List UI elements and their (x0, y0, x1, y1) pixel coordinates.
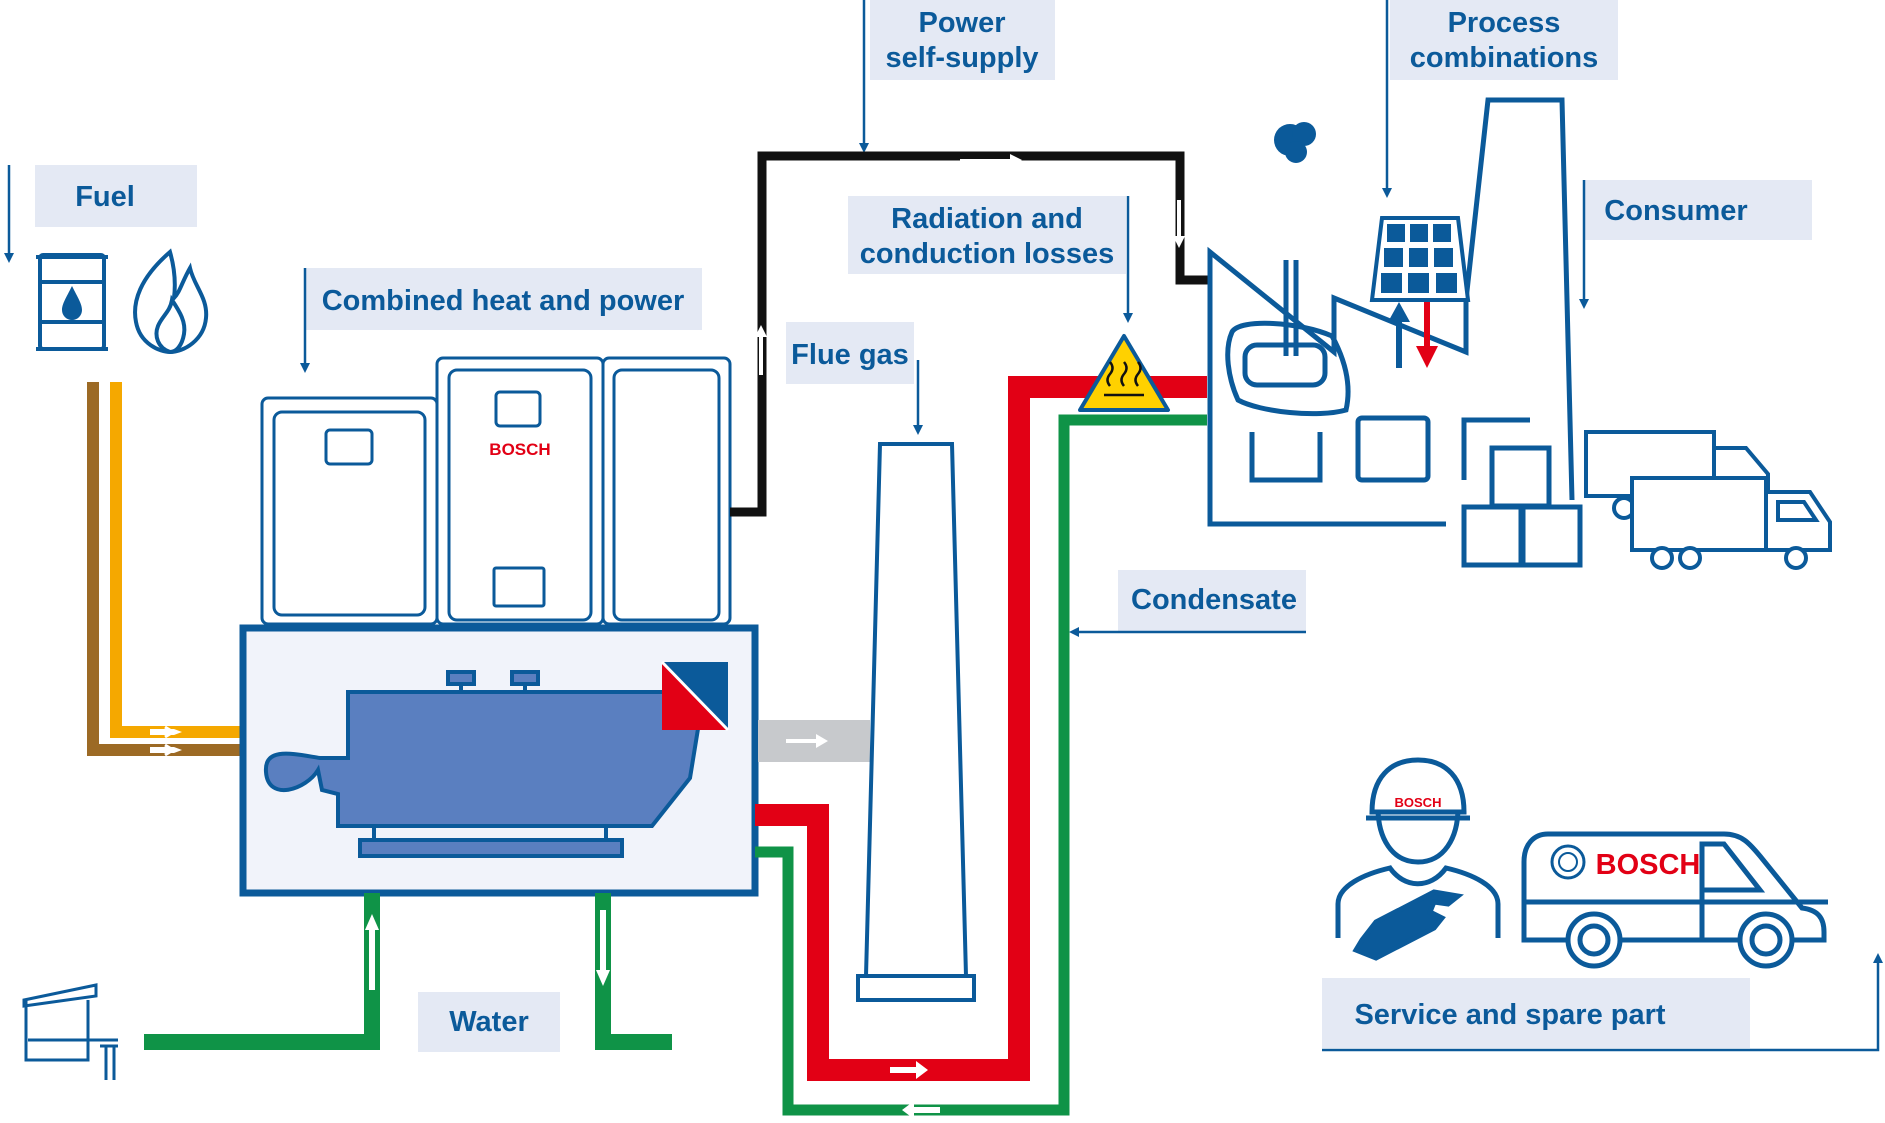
cap-brand-logo: BOSCH (1395, 795, 1442, 810)
flame-icon (133, 248, 209, 355)
condensate-line (755, 414, 1207, 1119)
flue-gas-duct (758, 720, 870, 762)
label-condensate: Condensate (1118, 570, 1306, 632)
label-service: Service and spare part (1322, 978, 1750, 1048)
service-van-icon (1521, 831, 1828, 969)
solar-panel-icon (1369, 216, 1471, 368)
fuel-pipes (87, 382, 245, 757)
chp-unit (260, 356, 732, 626)
factory-icon (1207, 97, 1575, 527)
label-process-combinations: Process combinations (1390, 0, 1618, 80)
svg-text:conduction losses: conduction losses (860, 238, 1115, 270)
chp-brand-logo: BOSCH (489, 440, 550, 459)
hot-surface-warning-icon (1078, 334, 1170, 412)
power-line (730, 151, 1210, 517)
chimney (856, 442, 976, 1002)
svg-text:Consumer: Consumer (1604, 195, 1747, 227)
svg-text:Flue gas: Flue gas (791, 339, 909, 371)
water-supply-building-icon (22, 983, 118, 1080)
service-technician-icon (1335, 757, 1501, 961)
water-pipes (144, 893, 672, 1050)
svg-text:combinations: combinations (1410, 42, 1599, 74)
label-water: Water (418, 992, 560, 1052)
svg-text:Water: Water (449, 1006, 529, 1038)
label-chp: Combined heat and power (305, 268, 702, 330)
label-radiation-losses: Radiation and conduction losses (848, 196, 1126, 274)
svg-text:self-supply: self-supply (885, 42, 1038, 74)
brand-badge-icon (660, 660, 730, 732)
fuel-barrel-icon (36, 253, 108, 351)
boiler-icon (263, 670, 707, 858)
smoke-icon (1274, 122, 1316, 163)
steam-line (755, 376, 1207, 1081)
svg-text:Radiation and: Radiation and (891, 203, 1083, 235)
svg-text:Fuel: Fuel (75, 181, 135, 213)
pointer-arrows (4, 0, 1883, 1052)
label-fuel: Fuel (35, 165, 197, 227)
svg-text:Process: Process (1448, 7, 1561, 39)
svg-text:Combined heat and power: Combined heat and power (322, 285, 685, 317)
label-consumer: Consumer (1584, 180, 1812, 240)
label-flue-gas: Flue gas (786, 322, 914, 384)
label-power-self-supply: Power self-supply (870, 0, 1055, 80)
van-brand-logo: BOSCH (1596, 849, 1701, 881)
boxes-icon (1461, 445, 1583, 568)
svg-text:Condensate: Condensate (1131, 584, 1297, 616)
svg-text:Service and spare part: Service and spare part (1354, 999, 1665, 1031)
delivery-trucks-icon (1584, 430, 1832, 570)
svg-text:Power: Power (918, 7, 1005, 39)
